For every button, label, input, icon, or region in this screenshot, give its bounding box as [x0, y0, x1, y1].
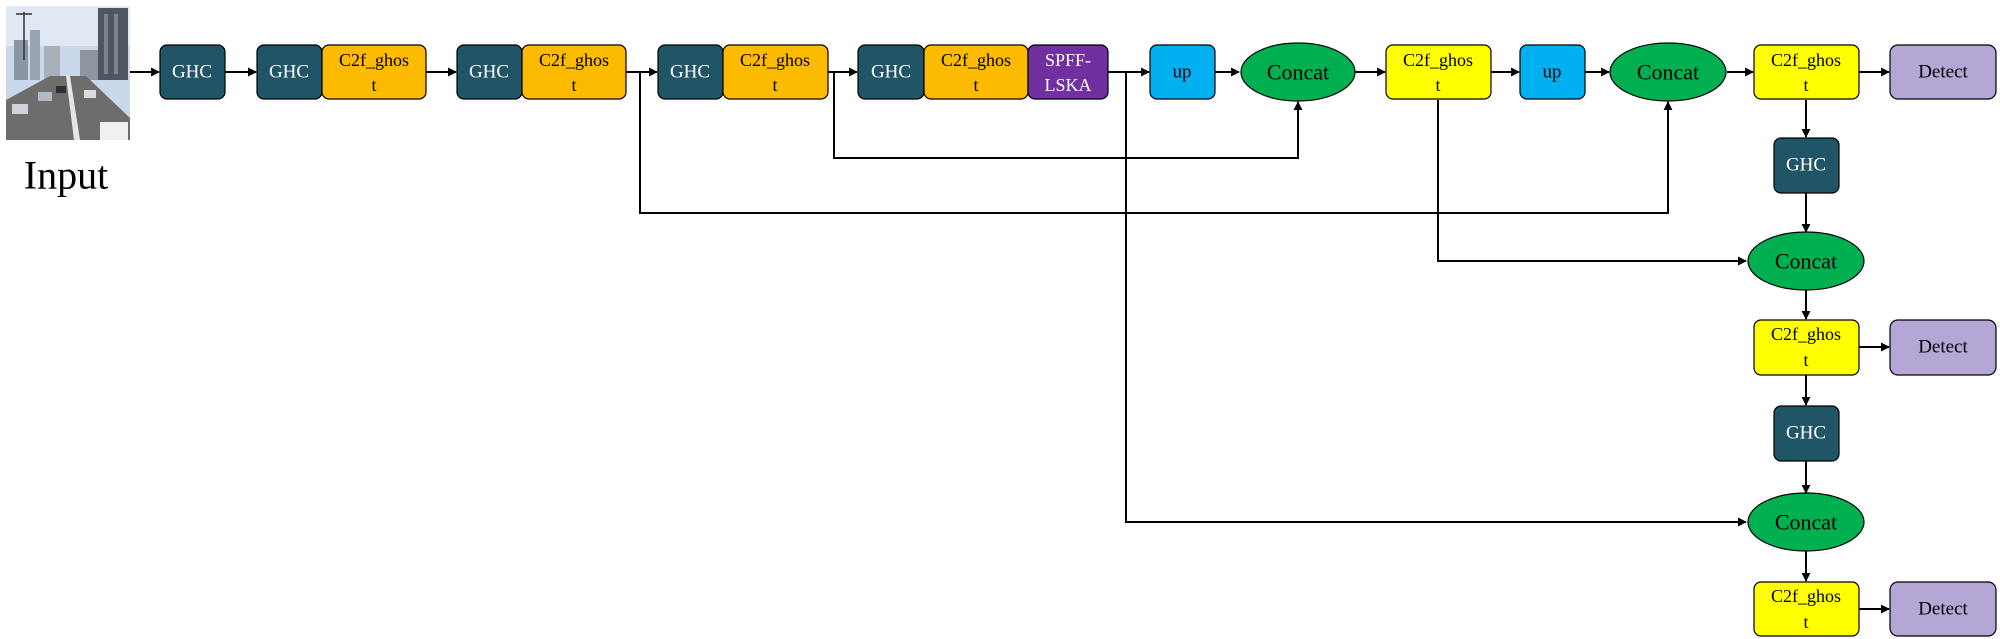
c2f-ghost-block-8-line1: C2f_ghos: [1771, 586, 1841, 606]
ghc-block-2-label: GHC: [269, 62, 309, 83]
c2f-ghost-block-5-line1: C2f_ghos: [1403, 50, 1473, 70]
road-photo-icon: [6, 6, 130, 140]
ghc-block-3-label: GHC: [469, 62, 509, 83]
ghc-block-5: GHC: [857, 44, 925, 100]
concat-node-2-label: Concat: [1637, 60, 1699, 85]
upsample-block-1-label: up: [1173, 62, 1192, 83]
c2f-ghost-block-7: C2f_ghos t: [1753, 319, 1860, 376]
sppf-lska-block: SPFF- LSKA: [1027, 44, 1109, 100]
concat-node-3-label: Concat: [1775, 249, 1837, 274]
c2f-ghost-block-2-line1: C2f_ghos: [539, 50, 609, 70]
upsample-block-2-label: up: [1543, 62, 1562, 83]
sppf-lska-block-line1: SPFF-: [1045, 50, 1091, 70]
concat-node-1: Concat: [1240, 42, 1356, 102]
c2f-ghost-block-5-line2: t: [1435, 75, 1440, 95]
detect-head-2: Detect: [1889, 319, 1997, 376]
c2f-ghost-block-4-line1: C2f_ghos: [941, 50, 1011, 70]
c2f-ghost-block-4: C2f_ghos t: [923, 44, 1029, 100]
edge-c2f2-concat2: [639, 72, 1673, 214]
c2f-ghost-block-7-line1: C2f_ghos: [1771, 324, 1841, 344]
c2f-ghost-block-3: C2f_ghos t: [722, 44, 829, 100]
c2f-ghost-block-7-line2: t: [1803, 350, 1808, 370]
detect-head-3-label: Detect: [1918, 599, 1968, 620]
c2f-ghost-block-2: C2f_ghos t: [521, 44, 627, 100]
detect-head-3: Detect: [1889, 581, 1997, 637]
upsample-block-2: up: [1519, 44, 1586, 100]
detect-head-1: Detect: [1889, 44, 1997, 100]
ghc-block-7-label: GHC: [1786, 423, 1826, 444]
input-image: [6, 6, 130, 140]
c2f-ghost-block-3-line2: t: [772, 75, 777, 95]
sppf-lska-block-line2: LSKA: [1044, 75, 1091, 95]
c2f-ghost-block-6-line1: C2f_ghos: [1771, 50, 1841, 70]
ghc-block-4-label: GHC: [670, 62, 710, 83]
concat-node-3: Concat: [1747, 231, 1865, 291]
c2f-ghost-block-8: C2f_ghos t: [1753, 581, 1860, 637]
c2f-ghost-block-2-line2: t: [571, 75, 576, 95]
edge-sppf-concat4: [1125, 72, 1747, 527]
ghc-block-1-label: GHC: [172, 62, 212, 83]
c2f-ghost-block-1-line1: C2f_ghos: [339, 50, 409, 70]
nodes: GHC GHC C2f_ghos t GHC C2f_ghos t GHC: [159, 42, 1997, 637]
c2f-ghost-block-1: C2f_ghos t: [321, 44, 427, 100]
detect-head-2-label: Detect: [1918, 337, 1968, 358]
concat-node-1-label: Concat: [1267, 60, 1329, 85]
edges: [130, 67, 1890, 614]
ghc-block-2: GHC: [256, 44, 323, 100]
ghc-block-7: GHC: [1773, 405, 1840, 462]
ghc-block-5-label: GHC: [871, 62, 911, 83]
c2f-ghost-block-8-line2: t: [1803, 612, 1808, 632]
c2f-ghost-block-6-line2: t: [1803, 75, 1808, 95]
c2f-ghost-block-3-line1: C2f_ghos: [740, 50, 810, 70]
detect-head-1-label: Detect: [1918, 62, 1968, 83]
c2f-ghost-block-1-line2: t: [371, 75, 376, 95]
concat-node-4: Concat: [1747, 492, 1865, 552]
ghc-block-3: GHC: [456, 44, 523, 100]
ghc-block-4: GHC: [657, 44, 724, 100]
input-label: Input: [24, 153, 108, 198]
c2f-ghost-block-5: C2f_ghos t: [1385, 44, 1492, 100]
ghc-block-6-label: GHC: [1786, 155, 1826, 176]
concat-node-2: Concat: [1609, 42, 1727, 102]
c2f-ghost-block-4-line2: t: [973, 75, 978, 95]
ghc-block-6: GHC: [1773, 137, 1840, 194]
ghc-block-1: GHC: [159, 44, 226, 100]
edge-c2f5-concat3: [1437, 100, 1747, 266]
upsample-block-1: up: [1149, 44, 1216, 100]
concat-node-4-label: Concat: [1775, 510, 1837, 535]
edge-c2f3-concat1: [833, 72, 1303, 159]
c2f-ghost-block-6: C2f_ghos t: [1753, 44, 1860, 100]
